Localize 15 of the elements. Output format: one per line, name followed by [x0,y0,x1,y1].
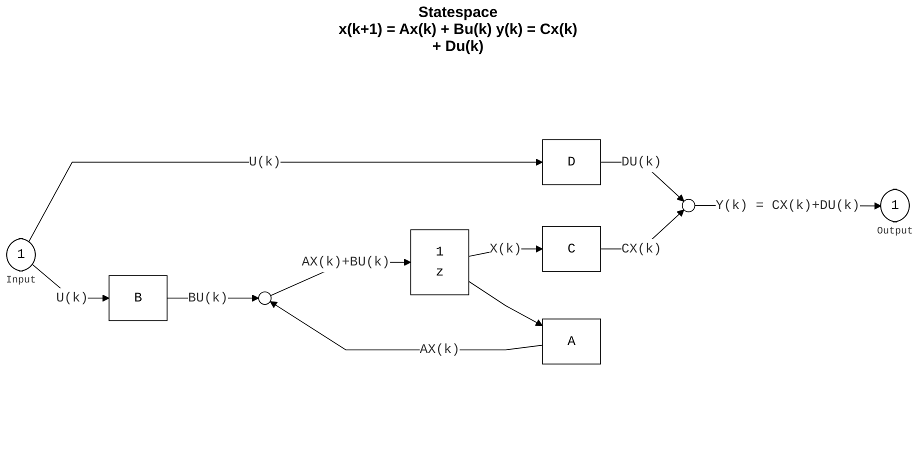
port-name: Output [877,226,913,238]
diagram-title: Statespace [417,4,499,21]
port-block: 1 [6,238,36,272]
state-equations: x(k+1) = Ax(k) + Bu(k) y(k) = Cx(k) + Du(k) [338,21,578,55]
gain-block: D [542,139,601,185]
gain-block: 1 z [410,229,470,296]
gain-block: B [108,275,168,321]
signal-arrow [468,280,543,326]
sum-junction [682,198,696,212]
gain-block: A [542,318,601,364]
signal-arrow [28,158,543,242]
sum-junction [258,291,272,305]
port-block: 1 [880,188,910,222]
port-name: Input [6,276,36,286]
gain-block: C [542,226,601,272]
